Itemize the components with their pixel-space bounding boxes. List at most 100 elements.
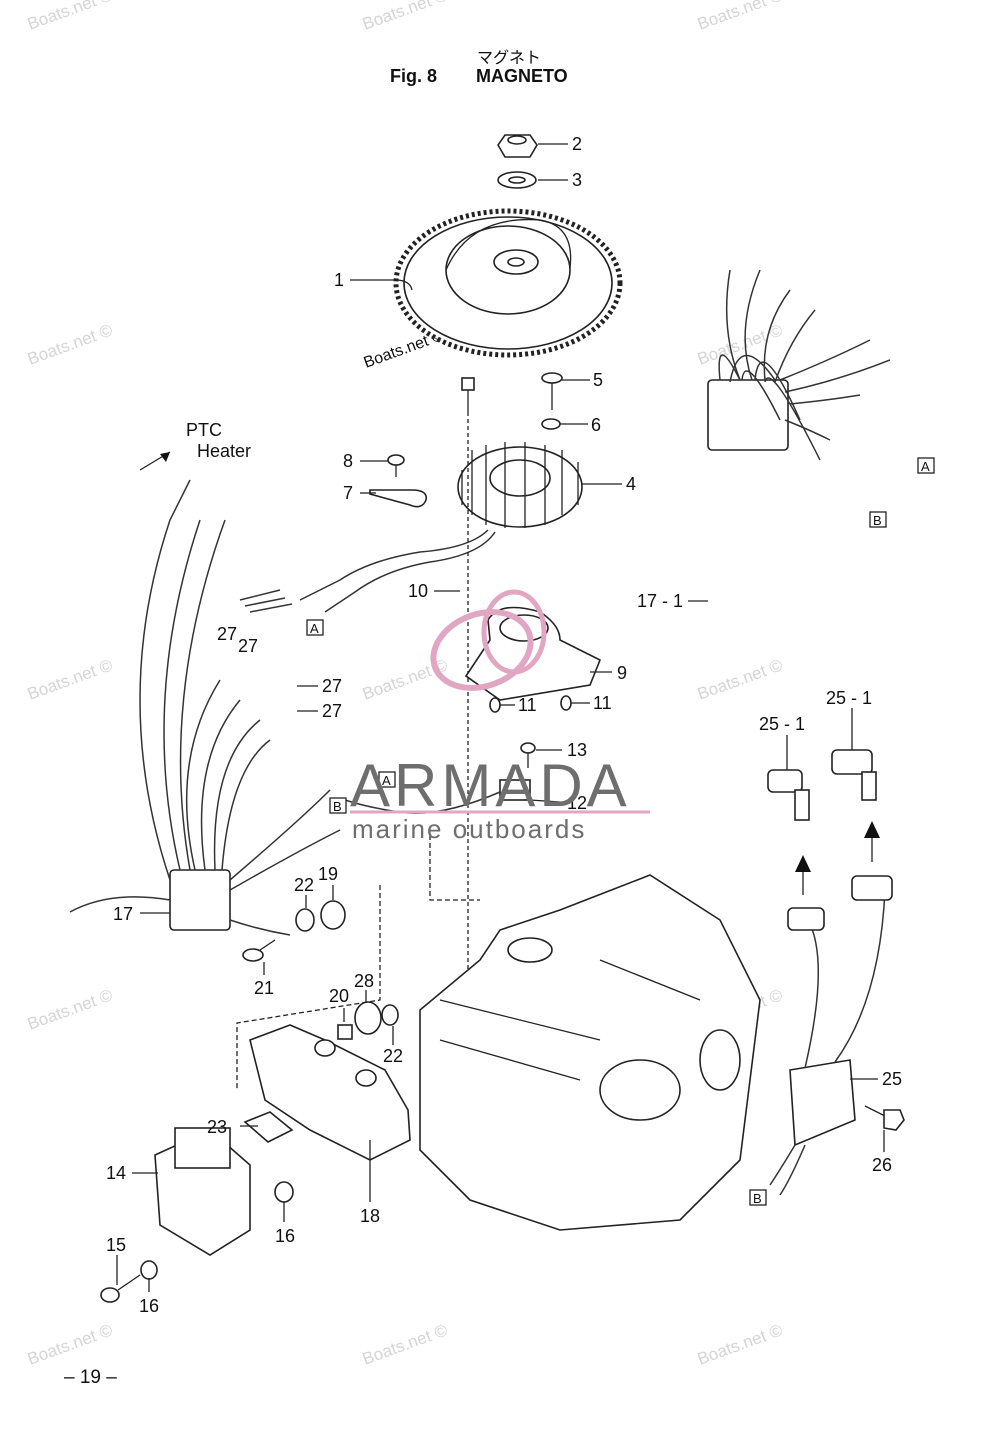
callout-label: 1 bbox=[334, 270, 344, 290]
callout-label: 17 bbox=[113, 904, 133, 924]
callout-label: 23 bbox=[207, 1117, 227, 1137]
callout-label: 25 bbox=[882, 1069, 902, 1089]
callout-label: 19 bbox=[318, 864, 338, 884]
watermark-text: Boats.net © bbox=[25, 1320, 116, 1368]
watermark-text: Boats.net © bbox=[25, 320, 116, 368]
watermark-text: Boats.net © bbox=[695, 320, 786, 368]
callout-label: 16 bbox=[139, 1296, 159, 1316]
callout-label: 11 bbox=[518, 695, 537, 715]
rectifier-17-1 bbox=[707, 269, 891, 461]
callout-label: 27 bbox=[322, 676, 342, 696]
callout-label: 7 bbox=[343, 483, 353, 503]
callout-label: 8 bbox=[343, 451, 353, 471]
svg-text:A: A bbox=[921, 459, 930, 474]
connector-mark-b: B bbox=[749, 1189, 767, 1206]
callout-label: 18 bbox=[360, 1206, 380, 1226]
washers-16 bbox=[140, 1181, 294, 1280]
callout-label: 14 bbox=[106, 1163, 126, 1183]
ptc-arrow bbox=[139, 451, 171, 471]
page-number: – 19 – bbox=[64, 1367, 117, 1388]
armada-logo: ARMADA marine outboards bbox=[350, 589, 650, 844]
callouts: 2 3 1 5 6 8 7 4 10 17 - 1 27 27 9 27 27 … bbox=[106, 134, 902, 1316]
callout-label: 11 bbox=[593, 693, 612, 713]
callout-label: 22 bbox=[383, 1046, 403, 1066]
spark-plug-caps-upper bbox=[767, 749, 877, 821]
callout-label: 26 bbox=[872, 1155, 892, 1175]
stator bbox=[457, 442, 583, 528]
svg-text:A: A bbox=[382, 773, 391, 788]
cdi-unit bbox=[154, 1127, 251, 1256]
ptc-label: Heater bbox=[197, 441, 251, 461]
assembly-lines bbox=[236, 835, 480, 1090]
rubber-cushion bbox=[243, 1111, 294, 1143]
callout-label: 22 bbox=[294, 875, 314, 895]
connector-mark-a: A bbox=[917, 457, 935, 474]
assembly-arrows bbox=[795, 821, 880, 895]
japanese-title: マグネト bbox=[477, 50, 542, 67]
flywheel-washer bbox=[497, 171, 537, 189]
callout-label: 16 bbox=[275, 1226, 295, 1246]
connector-mark-b: B bbox=[869, 511, 887, 528]
flywheel-nut bbox=[497, 134, 538, 158]
callout-label: 3 bbox=[572, 170, 582, 190]
callout-label: 12 bbox=[567, 793, 587, 813]
rectifier-17 bbox=[69, 479, 341, 936]
pulser-screw bbox=[520, 742, 536, 768]
ptc-label: PTC bbox=[186, 420, 222, 440]
callout-label: 20 bbox=[329, 986, 349, 1006]
svg-text:B: B bbox=[753, 1191, 762, 1206]
callout-label: 21 bbox=[254, 978, 274, 998]
brand-tagline: marine outboards bbox=[352, 814, 586, 844]
figure-number: Fig. 8 bbox=[390, 66, 438, 86]
callout-label: 5 bbox=[593, 370, 603, 390]
connector-mark-a: A bbox=[306, 619, 324, 636]
svg-text:B: B bbox=[873, 513, 882, 528]
svg-text:A: A bbox=[310, 621, 319, 636]
diagram-title: MAGNETO bbox=[476, 66, 568, 86]
watermark-text: Boats.net © bbox=[695, 0, 786, 34]
svg-text:B: B bbox=[333, 799, 342, 814]
watermark-text: Boats.net © bbox=[695, 1320, 786, 1368]
callout-label: 10 bbox=[408, 581, 428, 601]
watermark-text: Boats.net © bbox=[25, 0, 116, 34]
spark-plug-caps-lower bbox=[787, 875, 893, 931]
callout-label: 6 bbox=[591, 415, 601, 435]
cdi-bracket bbox=[249, 1024, 411, 1161]
callout-label: 28 bbox=[354, 971, 374, 991]
wire-clamp bbox=[369, 489, 428, 508]
callout-label: 2 bbox=[572, 134, 582, 154]
callout-label: 25 - 1 bbox=[759, 714, 805, 734]
rubber-grommets bbox=[295, 900, 346, 932]
watermark-text: Boats.net © bbox=[25, 985, 116, 1033]
callout-label: 27 bbox=[217, 624, 237, 644]
stator-wires bbox=[239, 529, 496, 613]
callout-label: 27 bbox=[238, 636, 258, 656]
o-rings bbox=[489, 695, 572, 713]
watermark-text: Boats.net © bbox=[360, 0, 451, 34]
engine-block bbox=[419, 874, 761, 1231]
watermark-text: Boats.net © bbox=[695, 655, 786, 703]
clamp-screw bbox=[387, 454, 405, 477]
callout-label: 9 bbox=[617, 663, 627, 683]
brand-name: ARMADA bbox=[350, 752, 631, 819]
watermark-text: Boats.net © bbox=[25, 655, 116, 703]
leader-lines bbox=[116, 143, 885, 1292]
ignition-coil bbox=[769, 889, 886, 1196]
bolt-21 bbox=[242, 939, 276, 962]
callout-label: 13 bbox=[567, 740, 587, 760]
collar-and-grommet bbox=[337, 1001, 399, 1040]
callout-label: 27 bbox=[322, 701, 342, 721]
callout-label: 17 - 1 bbox=[637, 591, 683, 611]
stator-bolt bbox=[541, 372, 563, 430]
watermark-text: Boats.net © bbox=[360, 1320, 451, 1368]
callout-label: 4 bbox=[626, 474, 636, 494]
callout-label: 25 - 1 bbox=[826, 688, 872, 708]
callout-label: 15 bbox=[106, 1235, 126, 1255]
watermark-text: Boats.net © bbox=[360, 655, 451, 703]
bolt-15 bbox=[100, 1274, 141, 1303]
connector-mark-b: B bbox=[329, 797, 347, 814]
connector-mark-a: A bbox=[378, 771, 396, 788]
coil-bolt bbox=[864, 1105, 905, 1131]
pulser-bolt bbox=[461, 377, 475, 1010]
